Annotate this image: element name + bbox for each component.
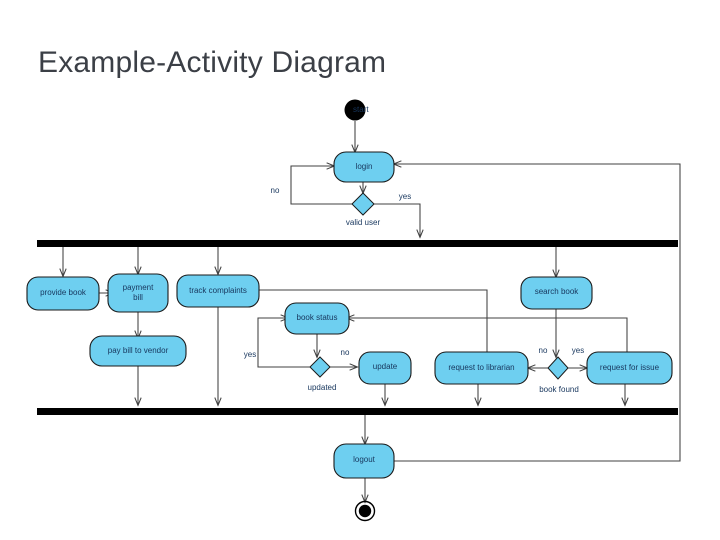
node-payment-bill[interactable]: [107, 273, 169, 313]
node-request-for-issue[interactable]: [586, 351, 673, 385]
node-login[interactable]: [333, 151, 395, 183]
node-pay-bill-to-vendor[interactable]: [89, 335, 187, 367]
initial-node: [344, 99, 366, 121]
edge-librarian-trackcomplaints: [252, 290, 488, 352]
page-title: Example-Activity Diagram: [38, 46, 387, 79]
edge-logout-login-loop: [392, 164, 681, 462]
fork-bar-top: [37, 240, 678, 247]
edge-updated-yes-bookstatus: [257, 318, 310, 368]
node-update[interactable]: [358, 351, 412, 385]
decision-nodes: [309, 192, 569, 380]
node-updated[interactable]: [309, 356, 331, 378]
final-node-ring: [354, 500, 376, 522]
edge-issue-bookstatus: [347, 318, 628, 352]
node-provide-book[interactable]: [26, 276, 100, 311]
node-search-book[interactable]: [520, 276, 593, 310]
node-book-status[interactable]: [284, 302, 350, 335]
edge-validuser-yes-fork: [374, 203, 420, 237]
edge-validuser-no-login: [290, 166, 352, 205]
node-valid-user[interactable]: [351, 192, 375, 216]
node-request-to-librarian[interactable]: [434, 351, 529, 385]
final-node: [358, 504, 372, 518]
activity-nodes: [26, 151, 673, 479]
node-track-complaints[interactable]: [176, 274, 260, 308]
node-logout[interactable]: [333, 443, 395, 479]
join-bar-bottom: [37, 408, 678, 415]
node-book-found[interactable]: [547, 356, 569, 380]
